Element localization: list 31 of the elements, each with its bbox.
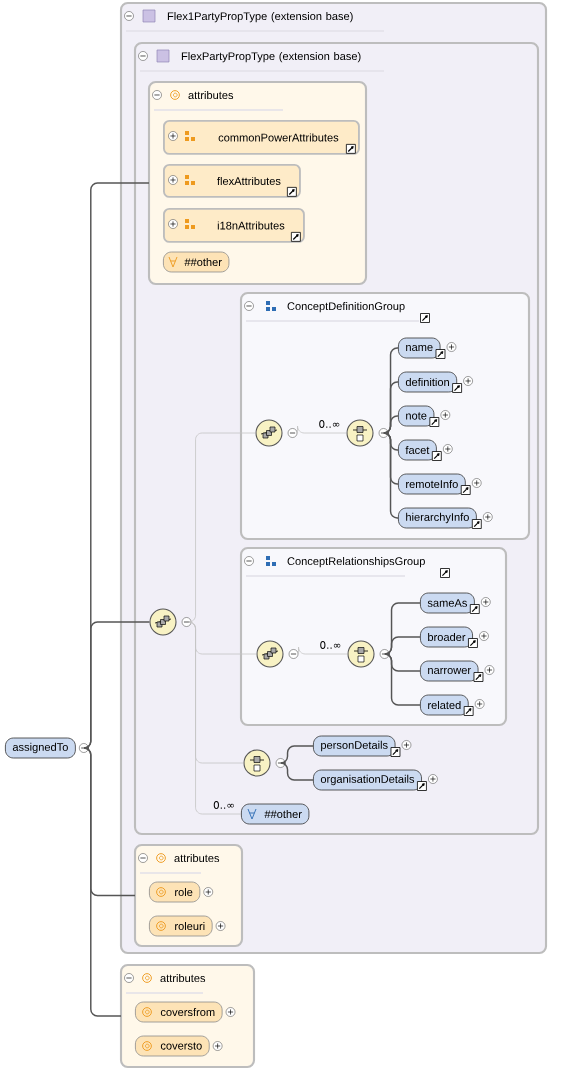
element-pill: note <box>398 405 435 427</box>
element-pill: sameAs <box>420 592 475 614</box>
edge-label: 0..∞ <box>317 418 342 430</box>
element-pill: narrower <box>420 660 479 682</box>
attribute-pill: roleuri <box>149 915 213 937</box>
connector-line <box>383 432 399 519</box>
connector-line <box>280 762 314 781</box>
element-pill: broader <box>420 626 473 648</box>
element-pill: assignedTo <box>5 737 76 759</box>
attribute-group-pill: flexAttributes <box>163 164 301 198</box>
element-pill: hierarchyInfo <box>398 507 477 529</box>
connector-line <box>298 646 348 655</box>
attribute-pill: coversfrom <box>135 1001 223 1023</box>
wildcard-pill: ##other <box>241 803 310 825</box>
element-pill: facet <box>398 439 437 461</box>
wildcard-pill: ##other <box>163 251 230 273</box>
element-pill: organisationDetails <box>313 769 422 791</box>
element-pill: related <box>420 694 469 716</box>
attribute-group-pill: commonPowerAttributes <box>163 120 360 155</box>
attribute-pill: role <box>149 881 201 903</box>
element-pill: definition <box>398 371 458 393</box>
edge-label: 0..∞ <box>211 799 237 811</box>
connector-line <box>297 425 347 434</box>
connector-line <box>384 653 421 706</box>
element-pill: name <box>398 337 441 359</box>
element-pill: personDetails <box>313 735 396 757</box>
edge-label: 0..∞ <box>318 639 343 651</box>
element-pill: remoteInfo <box>398 473 466 495</box>
attribute-group-pill: i18nAttributes <box>163 208 305 243</box>
attribute-pill: coversto <box>135 1035 210 1057</box>
connector-line <box>83 747 122 1017</box>
